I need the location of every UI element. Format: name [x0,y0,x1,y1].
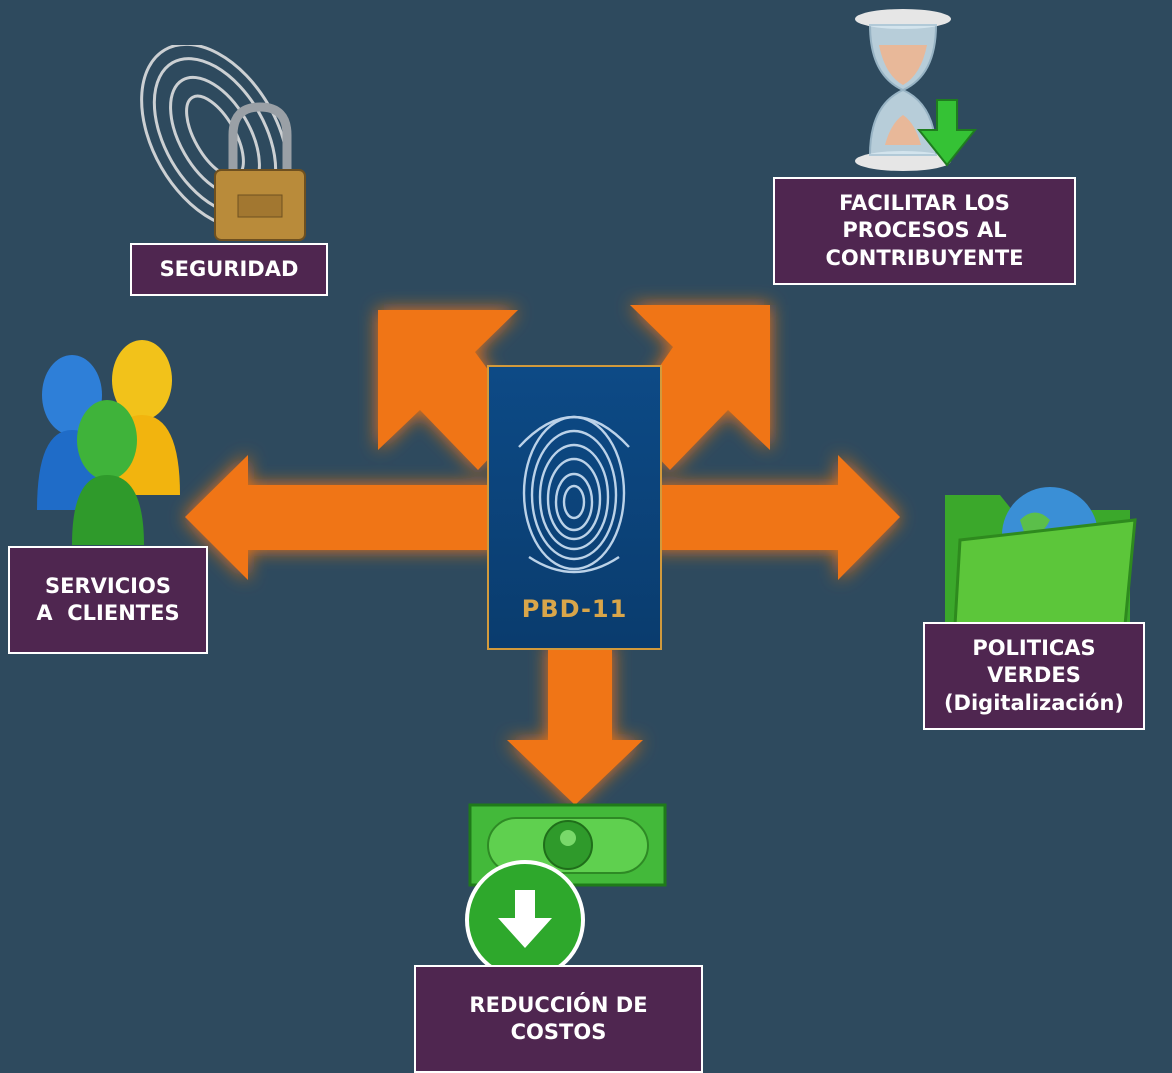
green-folder-globe-icon [945,487,1137,627]
label-reduccion-line-2: COSTOS [510,1020,607,1044]
label-facilitar: FACILITAR LOS PROCESOS AL CONTRIBUYENTE [773,177,1076,285]
label-reduccion-line-1: REDUCCIÓN DE [469,992,648,1017]
users-icon [37,340,180,545]
arrow-right [650,455,900,580]
label-facilitar-line-1: FACILITAR LOS [839,191,1010,216]
label-seguridad: SEGURIDAD [130,243,328,296]
label-seguridad-line-1: SEGURIDAD [159,256,299,281]
label-servicios-line-1: SERVICIOS [45,573,171,598]
money-download-icon [465,803,667,980]
label-reduccion: REDUCCIÓN DE COSTOS [414,965,703,1073]
label-servicios-line-2: A CLIENTES [36,601,180,625]
label-facilitar-line-3: CONTRIBUYENTE [825,245,1024,270]
pbd-caption: PBD-11 [521,595,628,623]
label-politicas-line-2: VERDES [987,663,1081,688]
pbd-card: PBD-11 [487,365,662,650]
label-politicas-line-3: (Digitalización) [943,690,1125,715]
fingerprint-icon [518,415,630,574]
fingerprint-lock-icon [140,45,306,241]
arrow-left [185,455,500,580]
label-politicas: POLITICAS VERDES (Digitalización) [923,622,1145,730]
label-servicios: SERVICIOS A CLIENTES [8,546,208,654]
label-politicas-line-1: POLITICAS [972,636,1096,661]
label-facilitar-line-2: PROCESOS AL [842,218,1007,243]
hourglass-download-icon [855,9,978,171]
arrow-down [507,645,643,805]
